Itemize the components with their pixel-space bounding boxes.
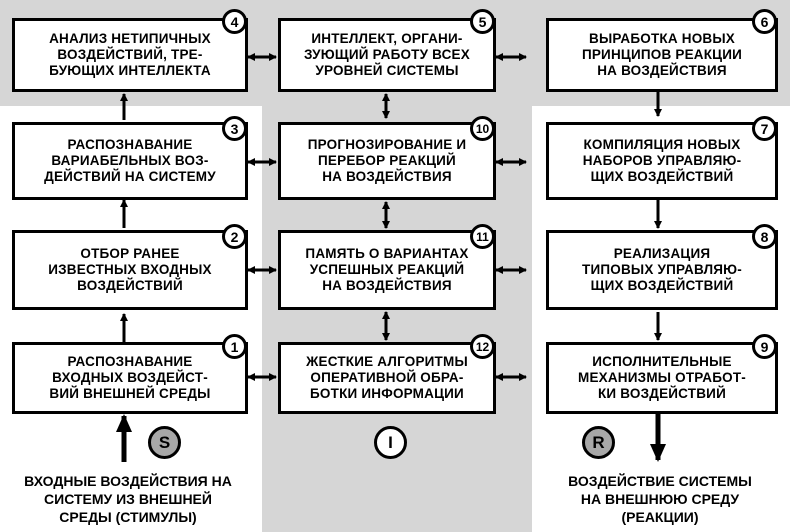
box-1-text: РАСПОЗНАВАНИЕ ВХОДНЫХ ВОЗДЕЙСТ- ВИЙ ВНЕШ… <box>49 354 211 401</box>
box-8: РЕАЛИЗАЦИЯ ТИПОВЫХ УПРАВЛЯЮ- ЩИХ ВОЗДЕЙС… <box>546 230 778 310</box>
box-6: ВЫРАБОТКА НОВЫХ ПРИНЦИПОВ РЕАКЦИИ НА ВОЗ… <box>546 18 778 92</box>
box-1: РАСПОЗНАВАНИЕ ВХОДНЫХ ВОЗДЕЙСТ- ВИЙ ВНЕШ… <box>12 342 248 414</box>
badge-3: 3 <box>222 116 247 141</box>
box-9: ИСПОЛНИТЕЛЬНЫЕ МЕХАНИЗМЫ ОТРАБОТ- КИ ВОЗ… <box>546 342 778 414</box>
box-9-text: ИСПОЛНИТЕЛЬНЫЕ МЕХАНИЗМЫ ОТРАБОТ- КИ ВОЗ… <box>578 354 746 401</box>
marker-i: I <box>374 426 407 459</box>
box-10: ПРОГНОЗИРОВАНИЕ И ПЕРЕБОР РЕАКЦИЙ НА ВОЗ… <box>278 122 496 200</box>
box-11-text: ПАМЯТЬ О ВАРИАНТАХ УСПЕШНЫХ РЕАКЦИЙ НА В… <box>305 246 469 293</box>
box-3-text: РАСПОЗНАВАНИЕ ВАРИАБЕЛЬНЫХ ВОЗ- ДЕЙСТВИЙ… <box>44 137 216 184</box>
badge-12: 12 <box>470 334 495 359</box>
box-2-text: ОТБОР РАНЕЕ ИЗВЕСТНЫХ ВХОДНЫХ ВОЗДЕЙСТВИ… <box>48 246 212 293</box>
badge-2: 2 <box>222 224 247 249</box>
box-4-text: АНАЛИЗ НЕТИПИЧНЫХ ВОЗДЕЙСТВИЙ, ТРЕ- БУЮЩ… <box>49 31 211 78</box>
input-caption: ВХОДНЫЕ ВОЗДЕЙСТВИЯ НА СИСТЕМУ ИЗ ВНЕШНЕ… <box>24 473 232 525</box>
box-8-text: РЕАЛИЗАЦИЯ ТИПОВЫХ УПРАВЛЯЮ- ЩИХ ВОЗДЕЙС… <box>582 246 742 293</box>
box-2: ОТБОР РАНЕЕ ИЗВЕСТНЫХ ВХОДНЫХ ВОЗДЕЙСТВИ… <box>12 230 248 310</box>
box-6-text: ВЫРАБОТКА НОВЫХ ПРИНЦИПОВ РЕАКЦИИ НА ВОЗ… <box>581 31 743 78</box>
box-10-text: ПРОГНОЗИРОВАНИЕ И ПЕРЕБОР РЕАКЦИЙ НА ВОЗ… <box>307 137 467 184</box>
badge-10: 10 <box>470 116 495 141</box>
output-caption: ВОЗДЕЙСТВИЕ СИСТЕМЫ НА ВНЕШНЮЮ СРЕДУ (РЕ… <box>568 473 752 525</box>
box-5-text: ИНТЕЛЛЕКТ, ОРГАНИ- ЗУЮЩИЙ РАБОТУ ВСЕХ УР… <box>304 31 470 78</box>
box-3: РАСПОЗНАВАНИЕ ВАРИАБЕЛЬНЫХ ВОЗ- ДЕЙСТВИЙ… <box>12 122 248 200</box>
box-7: КОМПИЛЯЦИЯ НОВЫХ НАБОРОВ УПРАВЛЯЮ- ЩИХ В… <box>546 122 778 200</box>
box-5: ИНТЕЛЛЕКТ, ОРГАНИ- ЗУЮЩИЙ РАБОТУ ВСЕХ УР… <box>278 18 496 92</box>
badge-8: 8 <box>752 224 777 249</box>
marker-r: R <box>582 426 615 459</box>
box-7-text: КОМПИЛЯЦИЯ НОВЫХ НАБОРОВ УПРАВЛЯЮ- ЩИХ В… <box>582 137 742 184</box>
badge-5: 5 <box>470 9 495 34</box>
marker-s: S <box>148 426 181 459</box>
badge-7: 7 <box>752 116 777 141</box>
badge-4: 4 <box>222 9 247 34</box>
box-4: АНАЛИЗ НЕТИПИЧНЫХ ВОЗДЕЙСТВИЙ, ТРЕ- БУЮЩ… <box>12 18 248 92</box>
badge-6: 6 <box>752 9 777 34</box>
box-12-text: ЖЕСТКИЕ АЛГОРИТМЫ ОПЕРАТИВНОЙ ОБРА- БОТК… <box>306 354 468 401</box>
box-11: ПАМЯТЬ О ВАРИАНТАХ УСПЕШНЫХ РЕАКЦИЙ НА В… <box>278 230 496 310</box>
badge-1: 1 <box>222 334 247 359</box>
box-12: ЖЕСТКИЕ АЛГОРИТМЫ ОПЕРАТИВНОЙ ОБРА- БОТК… <box>278 342 496 414</box>
badge-11: 11 <box>470 224 495 249</box>
badge-9: 9 <box>752 334 777 359</box>
